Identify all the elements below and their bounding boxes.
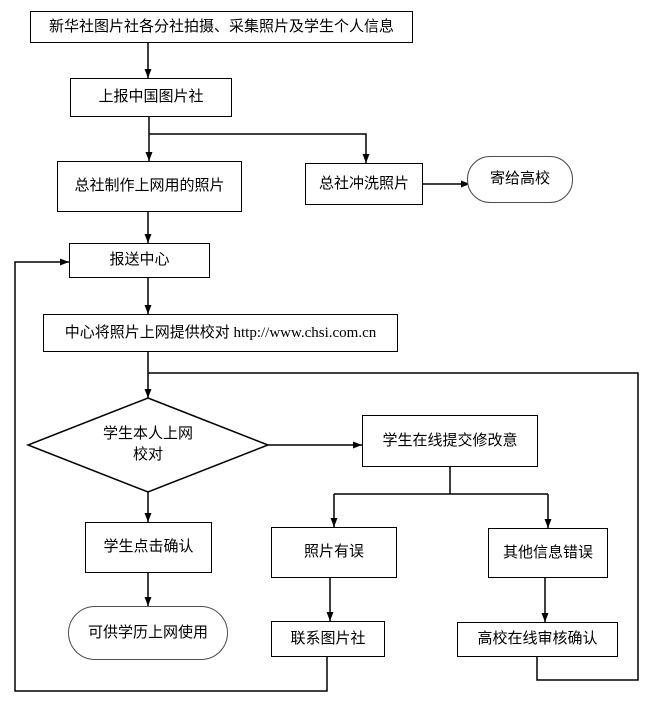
edge-contact-loop-to-center bbox=[14, 258, 328, 692]
node-university-review: 高校在线审核确认 bbox=[457, 622, 618, 657]
node-submit-correction: 学生在线提交修改意 bbox=[362, 415, 538, 467]
node-other-info-error: 其他信息错误 bbox=[488, 528, 608, 578]
node-mail-to-university: 寄给高校 bbox=[467, 156, 573, 203]
node-make-web-photos: 总社制作上网用的照片 bbox=[57, 161, 242, 212]
node-student-online-check: 学生本人上网 校对 bbox=[103, 424, 193, 466]
node-report-to-china-photo: 上报中国图片社 bbox=[70, 78, 232, 117]
student-check-line2: 校对 bbox=[132, 447, 164, 463]
node-ready-for-online-use: 可供学历上网使用 bbox=[68, 606, 228, 660]
node-student-confirm: 学生点击确认 bbox=[85, 522, 212, 573]
node-capture-info: 新华社图片社各分社拍摄、采集照片及学生个人信息 bbox=[30, 11, 413, 43]
edge-report-to-develop-photos bbox=[149, 133, 370, 163]
edge-correction-split-bar bbox=[334, 467, 548, 495]
node-contact-photo-agency: 联系图片社 bbox=[271, 621, 385, 657]
node-submission-center: 报送中心 bbox=[69, 243, 210, 278]
node-publish-online-url: 中心将照片上网提供校对 http://www.chsi.com.cn bbox=[43, 314, 398, 352]
node-develop-photos: 总社冲洗照片 bbox=[305, 163, 423, 205]
student-check-line1: 学生本人上网 bbox=[102, 426, 194, 442]
edge-review-loop-to-check bbox=[148, 372, 639, 681]
node-photo-error: 照片有误 bbox=[271, 527, 397, 578]
